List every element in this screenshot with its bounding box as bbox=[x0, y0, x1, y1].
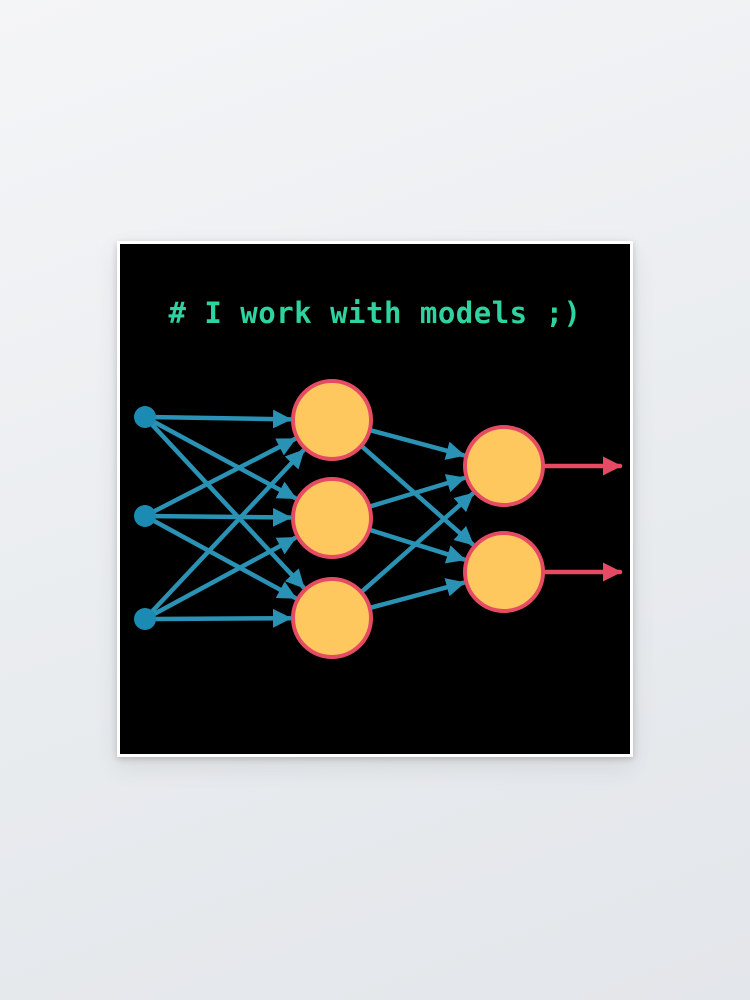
poster-caption: # I work with models ;) bbox=[168, 296, 582, 330]
output-arrows bbox=[542, 456, 623, 582]
input-hidden-edge-3-3 bbox=[153, 608, 293, 628]
hidden-output-edge-1-2 bbox=[358, 443, 475, 547]
input-hidden-edge-1-3 bbox=[150, 422, 306, 590]
hidden-output-edge-3-1 bbox=[358, 491, 475, 595]
input-node-3 bbox=[134, 608, 156, 630]
poster-frame: # I work with models ;) bbox=[117, 241, 633, 757]
input-hidden-edge-2-1 bbox=[152, 436, 297, 514]
hidden-output-edge-3-2 bbox=[367, 578, 466, 611]
input-hidden-edge-1-1 bbox=[153, 409, 293, 429]
network-nodes bbox=[134, 379, 545, 659]
input-node-2 bbox=[134, 505, 156, 527]
hidden-neuron-3 bbox=[291, 577, 373, 659]
output-neuron-2 bbox=[463, 531, 545, 613]
neural-network-diagram bbox=[134, 379, 623, 659]
connection-edges bbox=[150, 409, 475, 628]
hidden-output-edge-1-1 bbox=[367, 427, 466, 460]
input-hidden-edge-2-2 bbox=[153, 507, 293, 527]
input-hidden-edge-3-2 bbox=[152, 535, 298, 617]
hidden-neuron-1 bbox=[291, 379, 373, 461]
input-hidden-edge-2-3 bbox=[152, 519, 298, 601]
input-hidden-edge-1-2 bbox=[152, 419, 298, 501]
input-node-1 bbox=[134, 406, 156, 428]
output-neuron-1 bbox=[463, 425, 545, 507]
poster-artwork: # I work with models ;) bbox=[120, 244, 630, 754]
hidden-neuron-2 bbox=[291, 477, 373, 559]
input-hidden-edge-3-1 bbox=[150, 448, 306, 614]
hidden-output-edge-2-1 bbox=[367, 474, 467, 509]
